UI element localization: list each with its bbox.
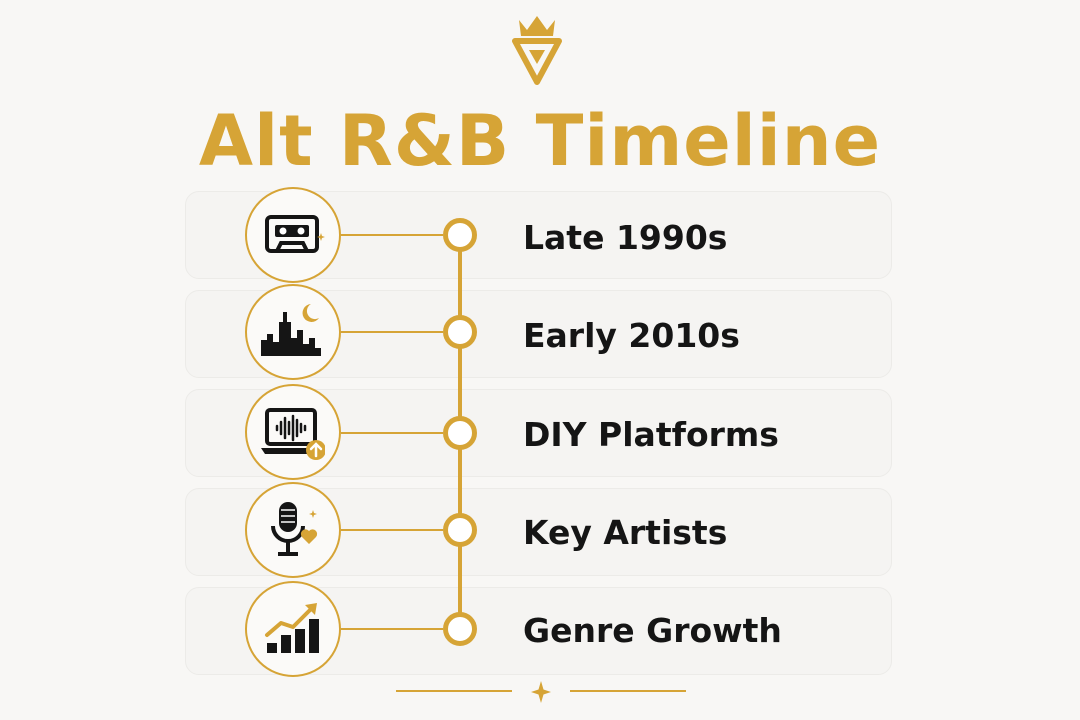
connector-line <box>341 432 443 434</box>
connector-line <box>341 234 443 236</box>
crown-shield-icon <box>512 16 562 85</box>
timeline-node <box>443 315 477 349</box>
timeline-node <box>443 513 477 547</box>
timeline-node <box>443 612 477 646</box>
icon-badge <box>245 581 341 677</box>
cassette-tape-icon <box>265 215 325 253</box>
sparkle-icon <box>531 681 551 703</box>
footer-divider-left <box>396 690 512 692</box>
icon-badge <box>245 384 341 480</box>
connector-line <box>341 628 443 630</box>
timeline-label: Genre Growth <box>523 611 782 650</box>
timeline-label: Late 1990s <box>523 218 728 257</box>
timeline-node <box>443 416 477 450</box>
page-title: Alt R&B Timeline <box>198 100 882 182</box>
timeline-label: DIY Platforms <box>523 415 779 454</box>
growth-bar-chart-icon <box>265 603 319 653</box>
timeline-label: Early 2010s <box>523 316 740 355</box>
microphone-heart-icon <box>271 502 318 556</box>
icon-badge <box>245 187 341 283</box>
footer-divider-right <box>570 690 686 692</box>
icon-badge <box>245 482 341 578</box>
city-skyline-moon-icon <box>261 304 321 356</box>
timeline-label: Key Artists <box>523 513 728 552</box>
timeline-node <box>443 218 477 252</box>
icon-badge <box>245 284 341 380</box>
connector-line <box>341 331 443 333</box>
connector-line <box>341 529 443 531</box>
laptop-upload-waveform-icon <box>261 408 325 460</box>
